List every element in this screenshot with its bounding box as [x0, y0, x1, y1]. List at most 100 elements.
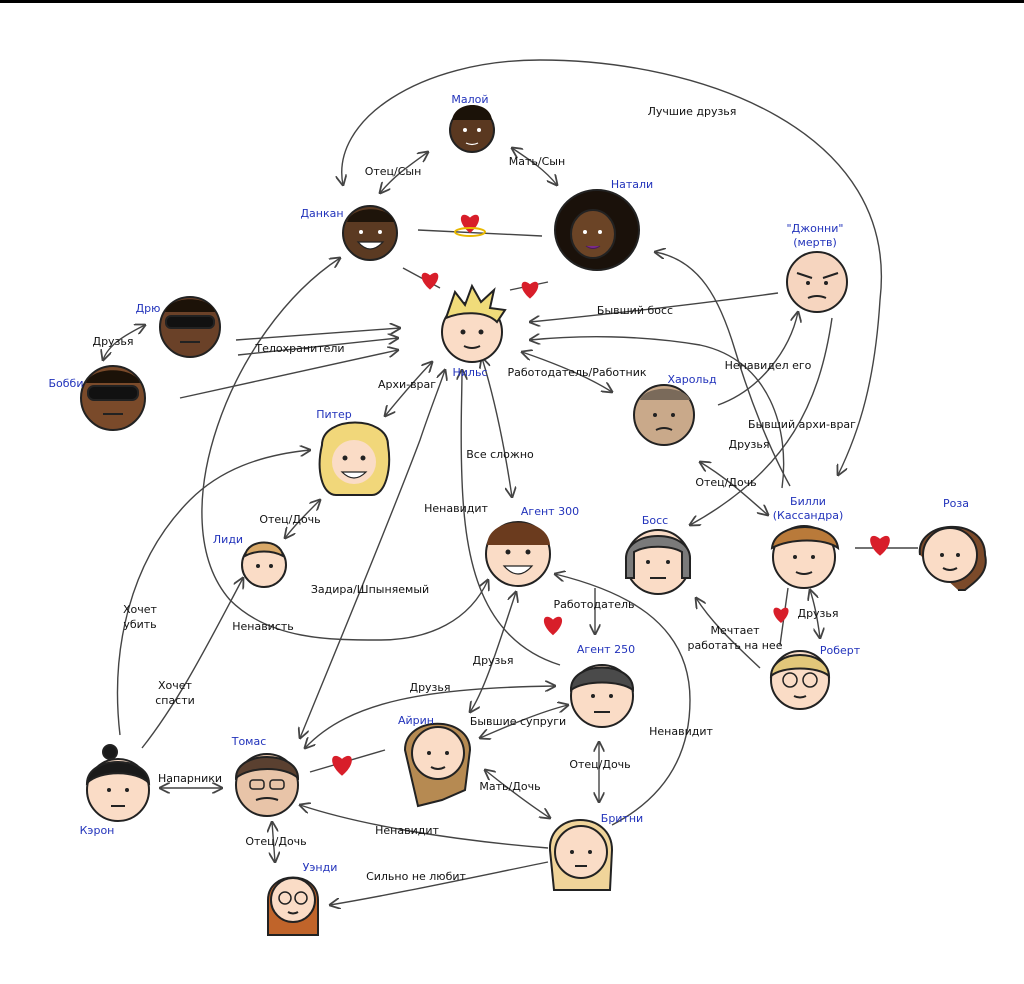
face-airin [403, 722, 472, 808]
rel-father-daughter-piter: Отец/Дочь [259, 513, 320, 526]
edge-best-friends [342, 59, 883, 475]
edge-friends-tomas-agent250 [305, 686, 555, 748]
face-lidi [241, 541, 287, 588]
label-dankan: Данкан [300, 207, 343, 220]
label-piter: Питер [316, 408, 352, 421]
edge-father-daughter-tomas [272, 822, 275, 862]
label-maloy: Малой [451, 93, 488, 106]
rel-complicated: Все сложно [466, 448, 534, 461]
rel-former-boss: Бывший босс [597, 304, 673, 317]
edge-hatred [201, 258, 488, 641]
face-keron [85, 744, 151, 822]
heart-icon [521, 281, 539, 299]
label-tomas: Томас [231, 735, 267, 748]
edge-mother-son [512, 148, 557, 185]
rel-wants-save-2: спасти [155, 694, 195, 707]
rel-friends-agents: Друзья [409, 681, 450, 694]
label-agent300: Агент 300 [521, 505, 579, 518]
rel-hates-tomas: Ненавидит [375, 824, 439, 837]
heart-icon [460, 214, 480, 234]
face-harold [633, 384, 695, 446]
rel-hated-him: Ненавидел его [725, 359, 812, 372]
rel-best-friends: Лучшие друзья [648, 105, 737, 118]
love-hearts [332, 214, 890, 776]
rel-bodyguards: Телохранители [254, 342, 344, 355]
face-nils [441, 283, 507, 363]
face-agent250 [569, 664, 635, 728]
edge-love-dankan-natali [417, 229, 543, 237]
label-natali: Натали [611, 178, 653, 191]
label-robert: Роберт [820, 644, 861, 657]
face-britni [548, 819, 614, 891]
label-dzhonni-note: (мертв) [793, 236, 837, 249]
edge-wants-kill [116, 450, 310, 736]
rel-father-daughter-tomas: Отец/Дочь [245, 835, 306, 848]
rel-ex-spouses: Бывшие супруги [470, 715, 566, 728]
face-bobbi [80, 365, 146, 431]
face-billi [770, 525, 840, 589]
heart-icon [332, 755, 352, 776]
edge-hates-britni [555, 574, 691, 826]
edge-father-son [380, 152, 428, 193]
face-boss [624, 529, 692, 595]
rel-arch-enemy: Архи-враг [378, 378, 436, 391]
label-dzhonni: "Джонни" [787, 222, 844, 235]
edge-employer-employee [522, 352, 612, 392]
rel-father-son: Отец/Сын [365, 165, 422, 178]
rel-employer-employee: Работодатель/Работник [507, 366, 646, 379]
faces [80, 105, 987, 936]
rel-bully: Задира/Шпыняемый [311, 583, 429, 596]
edge-wants-work [696, 598, 761, 669]
edges [103, 59, 918, 905]
rel-friends-agent300: Друзья [472, 654, 513, 667]
edge-former-boss [530, 292, 779, 322]
face-agent300 [485, 521, 551, 587]
rel-partners: Напарники [158, 772, 222, 785]
label-keron: Кэрон [80, 824, 115, 837]
edge-ex-spouses [480, 705, 568, 738]
top-border [0, 0, 1024, 3]
rel-mother-daughter: Мать/Дочь [479, 780, 540, 793]
rel-wants-kill-2: убить [123, 618, 156, 631]
label-agent250: Агент 250 [577, 643, 635, 656]
rel-former-arch-enemy: Бывший архи-враг [748, 418, 856, 431]
edge-friends-dryu-bobbi [103, 325, 145, 360]
halo-icon [454, 227, 486, 237]
heart-icon [773, 607, 789, 623]
rel-employer: Работодатель [553, 598, 634, 611]
label-airin: Айрин [398, 714, 434, 727]
edge-hated-him [717, 312, 798, 406]
edge-wants-save [141, 578, 243, 749]
face-dankan [342, 205, 398, 261]
rel-wants-kill-1: Хочет [123, 603, 158, 616]
label-bobbi: Бобби [49, 377, 84, 390]
rel-father-daughter-britni: Отец/Дочь [569, 758, 630, 771]
rel-hates-britni: Ненавидит [649, 725, 713, 738]
label-lidi: Лиди [213, 533, 243, 546]
rel-wants-work-1: Мечтает [710, 624, 760, 637]
face-roza [918, 525, 987, 591]
label-roza: Роза [943, 497, 969, 510]
label-billi: Билли [790, 495, 826, 508]
label-billi-note: (Кассандра) [773, 509, 844, 522]
face-piter [318, 421, 391, 496]
heart-icon [870, 535, 890, 556]
edge-friends-billi-robert [810, 590, 820, 638]
rel-mother-son: Мать/Сын [509, 155, 565, 168]
rel-hates-agent300: Ненавидит [424, 502, 488, 515]
label-dryu: Дрю [136, 302, 161, 315]
label-nils: Нильс [453, 366, 488, 379]
rel-friends-dryu: Друзья [92, 335, 133, 348]
label-uendi: Уэнди [303, 861, 338, 874]
edge-hates-tomas [300, 805, 549, 849]
face-natali [554, 189, 640, 271]
edge-mother-daughter [485, 770, 550, 818]
rel-dislikes: Сильно не любит [366, 870, 466, 883]
edge-friends-natali-billi [655, 252, 791, 487]
face-dzhonni [786, 251, 848, 313]
rel-father-daughter-harold: Отец/Дочь [695, 476, 756, 489]
name-labels: Малой Натали Данкан "Джонни" (мертв) Дрю… [49, 93, 969, 874]
heart-icon [421, 272, 439, 290]
edge-former-arch-enemy-1 [530, 337, 785, 489]
